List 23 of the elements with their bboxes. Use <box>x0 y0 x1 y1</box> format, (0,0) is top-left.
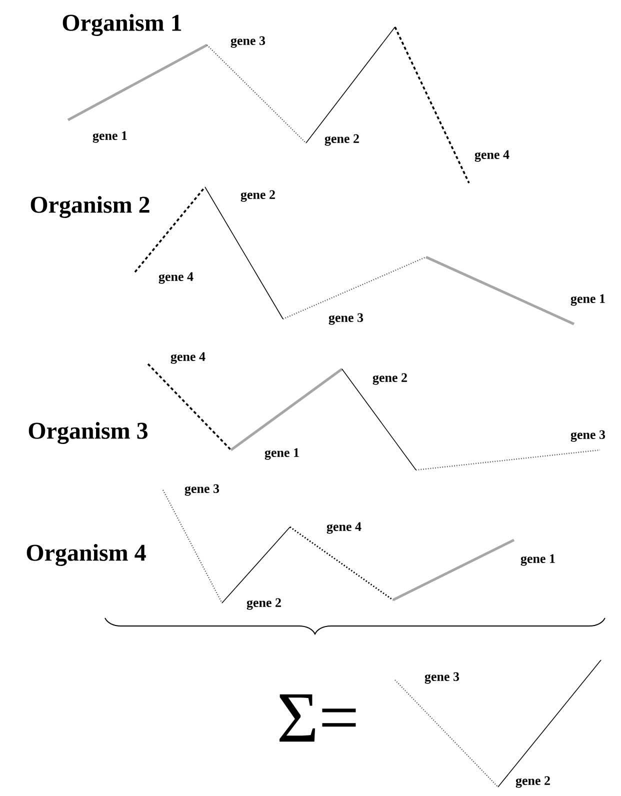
gene-label: gene 2 <box>516 776 550 788</box>
gene-label: gene 1 <box>92 131 127 143</box>
gene-label: gene 3 <box>230 36 266 48</box>
gene-label: gene 2 <box>372 373 407 385</box>
gene-label: gene 4 <box>474 150 510 162</box>
gene-label: gene 1 <box>264 448 299 460</box>
gene-label: gene 3 <box>570 430 606 442</box>
gene-label: gene 3 <box>184 484 220 496</box>
gene-label: gene 2 <box>324 134 359 146</box>
gene-label: gene 2 <box>240 190 275 202</box>
gene-label: gene 3 <box>424 672 460 684</box>
gene-label: gene 4 <box>158 272 194 284</box>
gene-label: gene 3 <box>328 313 364 325</box>
gene-label: gene 1 <box>520 554 555 566</box>
organism-label: Organism 2 <box>30 196 150 218</box>
organism-label: Organism 1 <box>62 14 182 36</box>
organism-label: Organism 4 <box>26 544 146 566</box>
organism-label: Organism 3 <box>28 422 148 444</box>
gene-label: gene 2 <box>246 598 281 610</box>
sum-symbol: Σ= <box>280 694 356 742</box>
gene-label: gene 4 <box>170 352 206 364</box>
gene-label: gene 1 <box>570 294 605 306</box>
gene-label: gene 4 <box>326 522 362 534</box>
